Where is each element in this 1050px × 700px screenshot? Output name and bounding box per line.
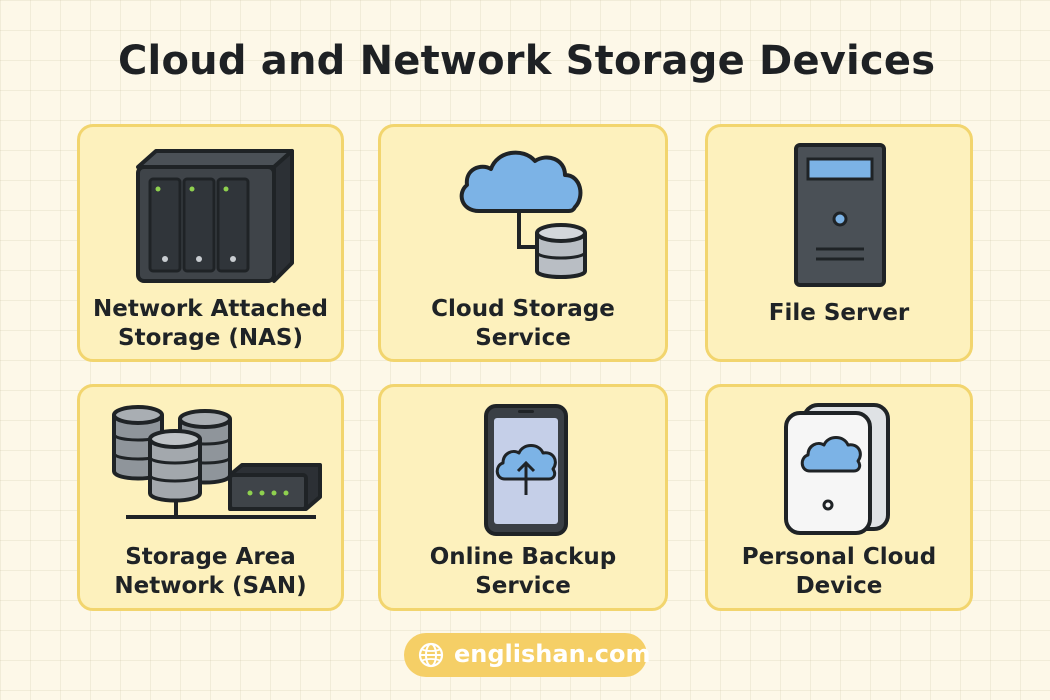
phone-cloud-upload-icon [484, 404, 568, 536]
nas-device-icon [136, 149, 294, 283]
website-url[interactable]: englishan.com [454, 640, 651, 668]
website-badge[interactable]: englishan.com [404, 633, 651, 677]
card-label: File Server [768, 300, 910, 326]
personal-cloud-device-icon [784, 403, 890, 535]
server-tower-icon [794, 143, 886, 287]
globe-icon [418, 642, 444, 668]
card-file-server: File Server [705, 124, 973, 362]
cloud-database-icon [459, 150, 587, 279]
database-cluster-icon [112, 405, 322, 519]
page-title: Cloud and Network Storage Devices [118, 38, 936, 84]
